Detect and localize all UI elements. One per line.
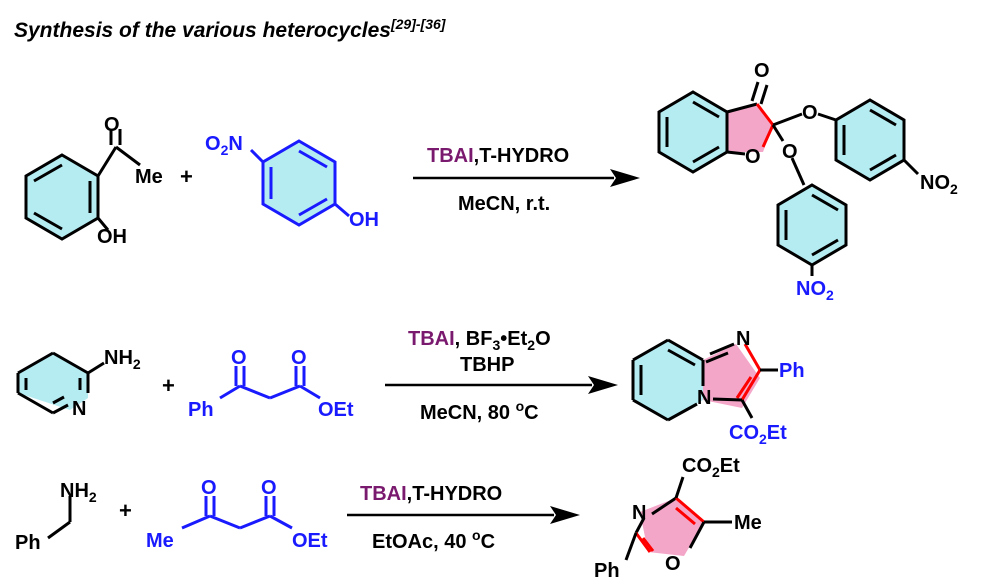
product-2-ester: CO2Et [729, 422, 787, 447]
reaction-arrow-1 [413, 169, 640, 187]
nitrophenol-hydroxyl: OH [349, 209, 379, 231]
acetophenone-carbonyl-o: O [104, 114, 120, 136]
benzoylacetate-ketone-o: O [231, 347, 247, 369]
acetoacetate-methyl: Me [146, 530, 174, 552]
product-3-ring-o: O [665, 553, 681, 575]
scheme-title: Synthesis of the various heterocycles[29… [14, 16, 447, 42]
arrow-2-conditions: MeCN, 80 oC [420, 398, 539, 424]
product-1-ether-o-upper: O [802, 102, 818, 124]
reactant-hydroxyacetophenone [24, 129, 141, 241]
product-1-ether-o-lower: O [782, 141, 798, 163]
reactant-benzoylacetate [219, 366, 321, 400]
reaction-arrow-2 [385, 376, 618, 394]
plus-sign-3: + [119, 498, 132, 523]
title-text: Synthesis of the various heterocycles [14, 19, 391, 42]
reactant-acetoacetate [181, 496, 293, 530]
product-2-phenyl: Ph [779, 360, 805, 382]
arrow-1-reagents: TBAI,T-HYDRO [427, 145, 569, 167]
title-refs: [29]-[36] [390, 16, 447, 32]
nitro-group-left: O2N [205, 133, 243, 158]
reactant-benzylamine [47, 496, 72, 540]
reaction-2: N NH2 + O O Ph OEt TBAI, BF3•Et2O TBHP M… [16, 328, 805, 447]
acetoacetate-ethoxy: OEt [292, 530, 328, 552]
product-1-ring-o: O [745, 146, 761, 168]
product-1-nitro-lower: NO2 [796, 278, 834, 303]
reaction-arrow-3 [347, 506, 580, 524]
svg-text:Synthesis of the various heter: Synthesis of the various heterocycles[29… [14, 16, 447, 42]
benzene-ring-fill [26, 155, 98, 239]
aminopyridine-nh2: NH2 [104, 347, 141, 372]
benzoylacetate-phenyl: Ph [188, 399, 214, 421]
reactant-nitrophenol [249, 139, 350, 227]
acetophenone-hydroxyl: OH [97, 226, 127, 248]
product-2 [631, 338, 778, 422]
plus-sign-2: + [162, 373, 175, 398]
reaction-1: O Me OH + O2N OH TBAI,T-HYDRO MeCN, r.t. [24, 60, 958, 303]
benzoylacetate-ethoxy: OEt [318, 399, 354, 421]
benzylamine-phenyl: Ph [15, 532, 41, 554]
acetophenone-methyl: Me [135, 166, 163, 188]
product-3-phenyl: Ph [594, 560, 620, 582]
product-3-methyl: Me [734, 512, 762, 534]
product-2-bridgehead-n: N [697, 387, 711, 409]
arrow-2-reagents: TBAI, BF3•Et2O [408, 328, 551, 353]
product-1-ketone-o: O [754, 60, 770, 82]
reaction-3: NH2 Ph + O O Me OEt TBAI,T-HYDRO EtOAc, … [15, 455, 762, 582]
acetoacetate-ester-o: O [261, 477, 277, 499]
product-2-imine-n: N [736, 328, 750, 350]
arrow-3-reagents: TBAI,T-HYDRO [360, 483, 502, 505]
reactant-aminopyridine [16, 351, 105, 415]
product-1-nitro-upper: NO2 [920, 172, 958, 197]
product-3-ester: CO2Et [682, 455, 740, 480]
aminopyridine-n: N [72, 398, 86, 420]
arrow-3-conditions: EtOAc, 40 oC [372, 527, 495, 553]
product-3 [624, 476, 732, 561]
benzoylacetate-ester-o: O [291, 347, 307, 369]
benzylamine-nh2: NH2 [60, 480, 97, 505]
plus-sign-1: + [180, 164, 193, 189]
arrow-1-conditions: MeCN, r.t. [458, 193, 550, 215]
product-3-ring-n: N [632, 502, 646, 524]
product-1 [657, 81, 920, 276]
acetoacetate-ketone-o: O [201, 477, 217, 499]
arrow-2-oxidant: TBHP [460, 354, 514, 376]
